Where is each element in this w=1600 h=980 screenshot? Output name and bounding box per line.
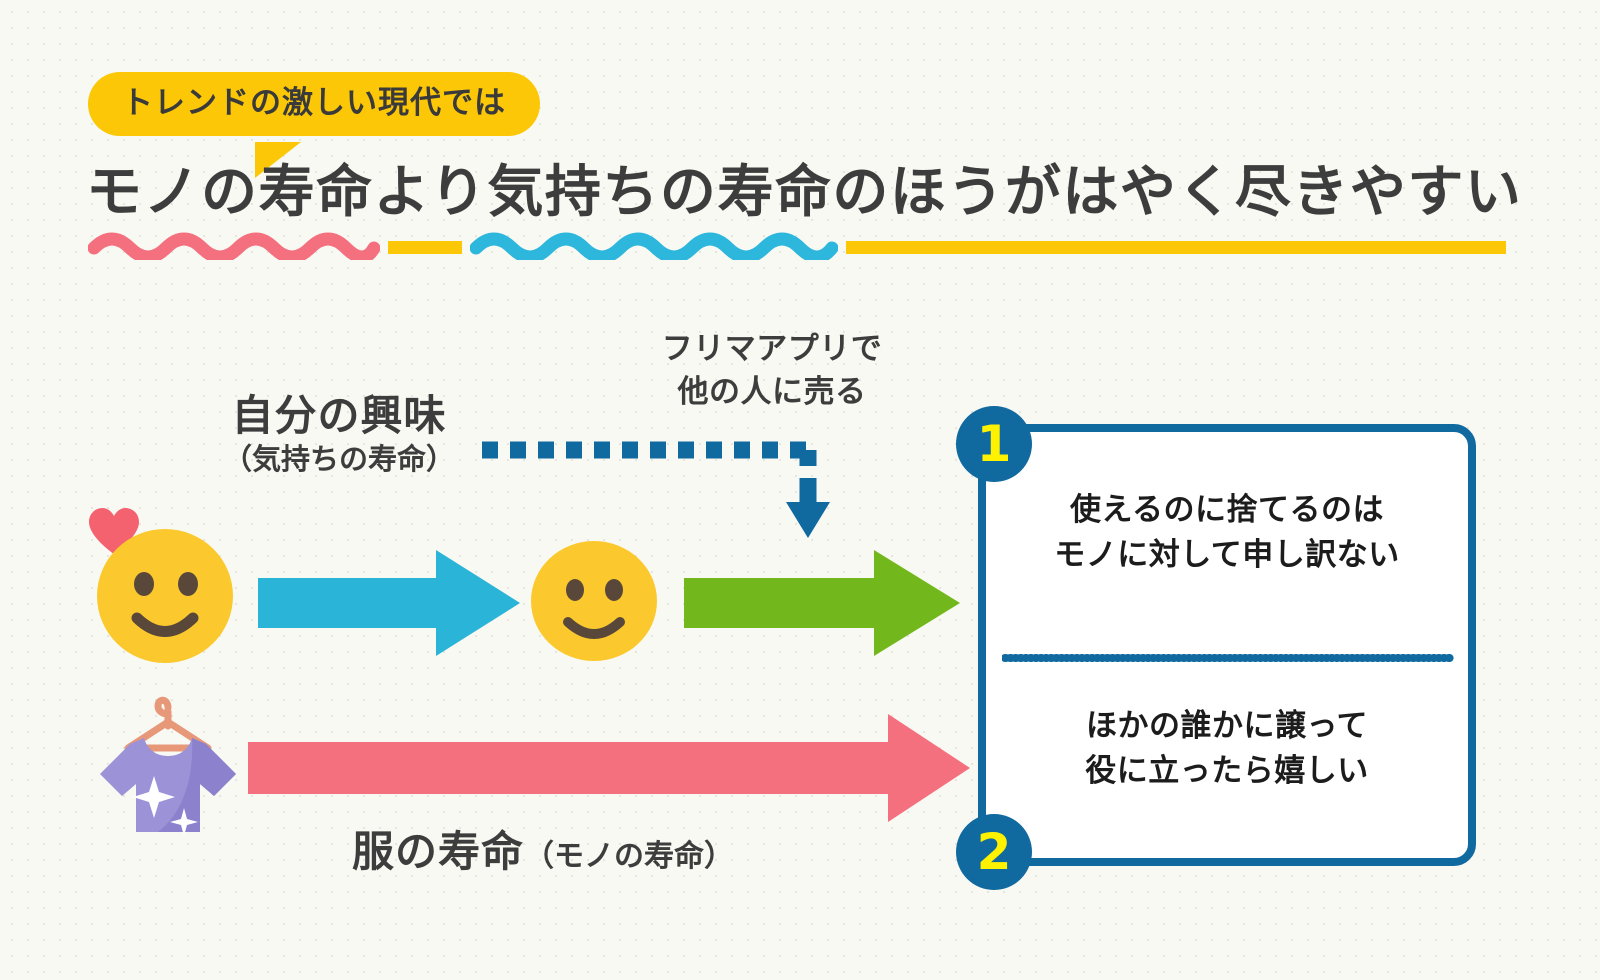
benefit-item-2-line2: 役に立ったら嬉しい: [1085, 753, 1369, 790]
card-dotted-divider-icon: [1002, 654, 1454, 662]
clothes-label-group: 服の寿命（モノの寿命）: [352, 818, 734, 879]
speech-bubble-tail-icon: [255, 142, 301, 178]
benefit-item-1: 使えるのに捨てるのは モノに対して申し訳ない: [986, 488, 1468, 579]
smiley-face-1-icon: [97, 529, 233, 663]
interest-label-main: 自分の興味: [231, 391, 447, 440]
page-title: モノの寿命より気持ちの寿命のほうがはやく尽きやすい: [86, 160, 1523, 225]
tshirt-on-hanger-icon: [100, 696, 236, 834]
headline-underline-group: [88, 226, 1506, 260]
yellow-bar-underline-1-icon: [388, 241, 462, 254]
speech-bubble-label: トレンドの激しい現代では: [122, 85, 506, 121]
yellow-bar-underline-2-icon: [846, 241, 1506, 254]
benefit-item-1-line2: モノに対して申し訳ない: [1054, 537, 1400, 574]
interest-label-sub: （気持ちの寿命）: [222, 442, 455, 477]
blue-dotted-arrow-icon: [482, 441, 830, 538]
clothes-label-sub: （モノの寿命）: [524, 839, 735, 874]
cyan-arrow-icon: [258, 550, 520, 656]
flea-market-label-line2: 他の人に売る: [677, 373, 867, 410]
speech-bubble: トレンドの激しい現代では: [88, 72, 540, 137]
badge-number-2: 2: [956, 814, 1032, 890]
benefit-item-1-line1: 使えるのに捨てるのは: [1069, 492, 1385, 528]
benefits-card: 使えるのに捨てるのは モノに対して申し訳ない ほかの誰かに譲って 役に立ったら嬉…: [978, 424, 1476, 866]
benefit-item-2: ほかの誰かに譲って 役に立ったら嬉しい: [986, 704, 1468, 795]
pink-arrow-icon: [248, 714, 970, 822]
green-arrow-icon: [684, 550, 960, 656]
flea-market-label-line1: フリマアプリで: [661, 331, 883, 367]
smiley-face-2-icon: [531, 541, 657, 661]
badge-number-1: 1: [956, 406, 1032, 482]
clothes-label-main: 服の寿命: [352, 827, 525, 876]
interest-label-group: 自分の興味 （気持ちの寿命）: [174, 392, 504, 477]
pink-wave-underline-icon: [88, 232, 380, 260]
blue-wave-underline-icon: [470, 232, 838, 260]
benefit-item-2-line1: ほかの誰かに譲って: [1086, 708, 1368, 744]
flea-market-label-group: フリマアプリで 他の人に売る: [612, 328, 932, 414]
